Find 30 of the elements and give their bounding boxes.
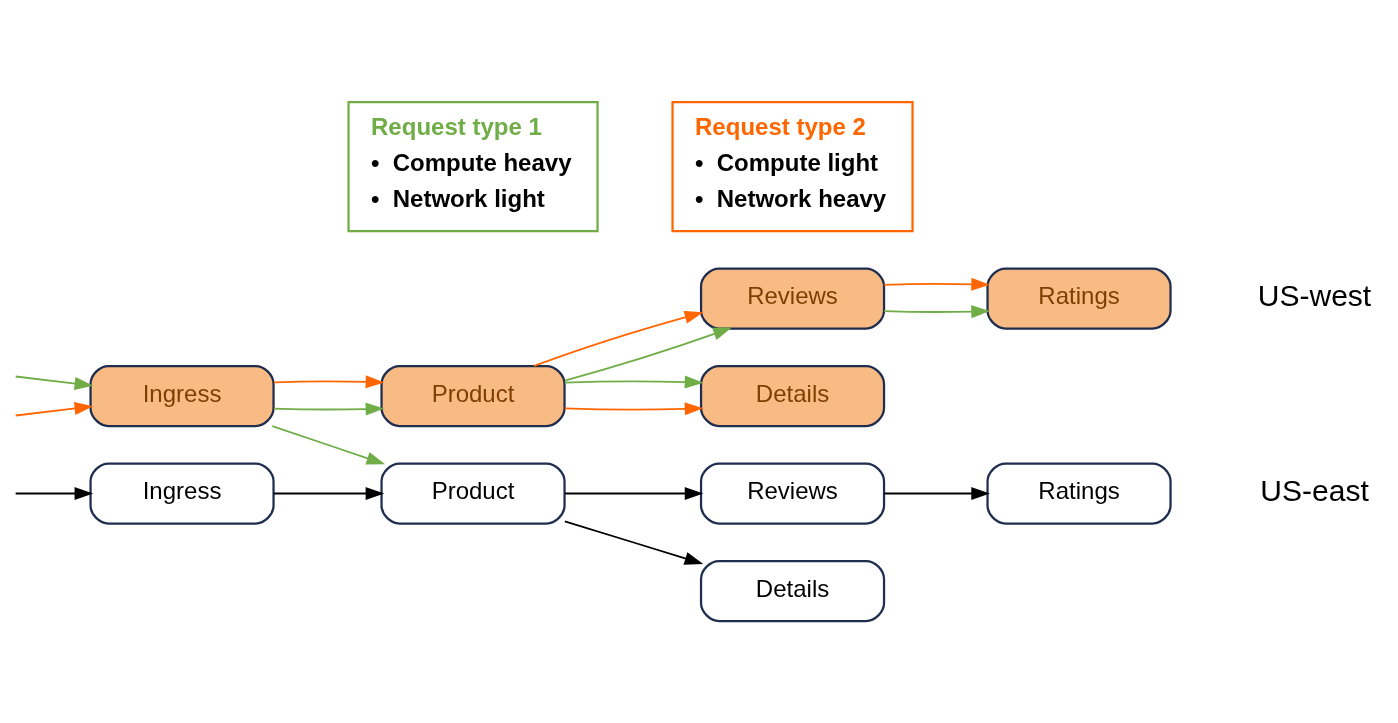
node-box: Product <box>380 364 566 428</box>
arrow <box>563 402 704 416</box>
arrow <box>883 305 990 319</box>
arrow <box>271 425 386 465</box>
node-box: Details <box>699 559 886 623</box>
arrow <box>14 375 94 390</box>
node-box: Request type 2 • Compute light • Network heavy <box>671 100 914 233</box>
label: US-west <box>1257 279 1372 312</box>
arrow <box>14 487 94 500</box>
node-box: Request type 1 • Compute heavy • Network light <box>347 100 599 233</box>
node-box: Details <box>699 364 886 428</box>
node-box: Product <box>380 462 566 525</box>
node-box: Ratings <box>986 462 1172 525</box>
node-box: Ingress <box>89 364 275 428</box>
arrow <box>272 402 385 416</box>
arrow <box>883 277 990 291</box>
arrow <box>883 487 990 500</box>
node-box: Reviews <box>699 267 886 330</box>
node-box: Ratings <box>986 267 1172 330</box>
arrow <box>563 487 704 500</box>
node-box: Reviews <box>699 462 886 525</box>
arrow <box>563 520 704 565</box>
arrow <box>272 375 385 389</box>
label: US-east <box>1260 474 1369 507</box>
node-box: Ingress <box>89 462 275 525</box>
arrow <box>563 327 732 382</box>
arrow <box>533 310 704 367</box>
arrow <box>272 487 385 500</box>
arrow <box>14 402 94 417</box>
arrow <box>563 375 704 389</box>
